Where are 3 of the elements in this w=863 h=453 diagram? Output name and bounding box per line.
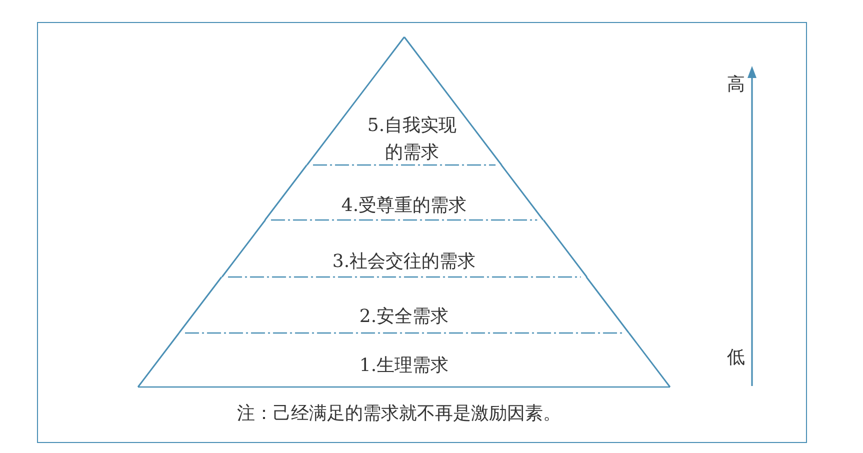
note: 注：己经满足的需求就不再是激励因素。 (237, 402, 561, 426)
scale-label: 低 (727, 347, 745, 369)
scale-label: 高 (727, 74, 745, 96)
